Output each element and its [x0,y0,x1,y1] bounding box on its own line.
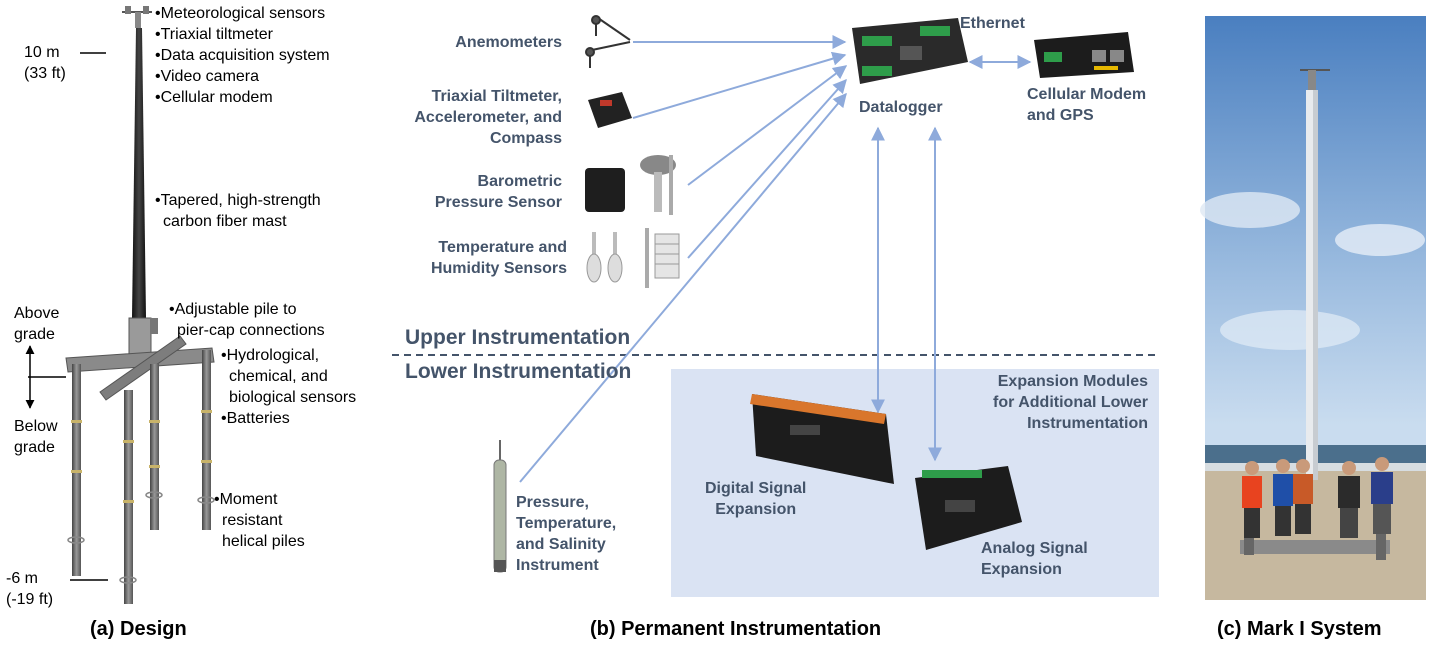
tiltmeter-label: Triaxial Tiltmeter, Accelerometer, and C… [414,86,562,149]
above-grade-label: Above grade [14,303,59,345]
temperature-line: Humidity Sensors [430,260,567,277]
ethernet-label: Ethernet [960,15,1025,32]
modem-label: Cellular Modem and GPS [1027,84,1146,126]
sensor-item: •Triaxial tiltmeter [155,26,273,43]
analog-expansion-label: Analog Signal Expansion [981,538,1088,580]
height-bottom-label: -6 m (-19 ft) [6,568,53,610]
modem-line: Cellular Modem [1027,86,1147,103]
height-top-ft: (33 ft) [24,65,66,82]
piles-line: •Moment [214,491,278,508]
temperature-humidity-icon [586,228,680,288]
below-line: Below [14,418,58,435]
height-top-label: 10 m (33 ft) [24,42,66,84]
below-grade-label: Below grade [14,416,58,458]
mast-body-line: •Tapered, high-strength [155,192,321,209]
pile-connection-label: •Adjustable pile to pier-cap connections [169,299,325,341]
anemometer-icon [585,15,631,68]
tiltmeter-line: Triaxial Tiltmeter, [431,88,562,105]
sensor-item: •Cellular modem [155,89,273,106]
mark-i-photo [1200,16,1426,600]
datalogger-label: Datalogger [859,99,943,116]
sensors-line: •Batteries [221,410,290,427]
connection-arrows [519,35,1032,483]
pressure-line: Pressure, [516,494,589,511]
height-bottom-m: -6 m [6,570,38,587]
lower-instrumentation-panel [671,369,1159,597]
temperature-line: Temperature and [438,239,567,256]
barometric-line: Barometric [477,173,562,190]
below-line: grade [14,439,55,456]
temperature-label: Temperature and Humidity Sensors [431,237,567,279]
tiltmeter-icon [588,92,632,128]
expansion-line: for Additional Lower [993,394,1148,411]
digital-expansion-icon [750,394,894,484]
height-top-m: 10 m [24,44,60,61]
barometric-label: Barometric Pressure Sensor [435,171,562,213]
mast-body-label: •Tapered, high-strength carbon fiber mas… [155,190,321,232]
modem-icon [1034,32,1134,78]
mast-body-line: carbon fiber mast [163,213,287,230]
sensors-line: chemical, and [229,368,328,385]
height-bottom-ft: (-19 ft) [6,591,54,608]
piles-line: resistant [222,512,283,529]
pressure-line: and Salinity [516,536,606,553]
photo-caption: (c) Mark I System [1217,618,1382,640]
barometric-sensor-icon [585,155,676,215]
sensor-item: •Meteorological sensors [155,5,326,22]
sensor-item: •Video camera [155,68,260,85]
above-line: grade [14,326,55,343]
lower-sensors-label: •Hydrological, chemical, and biological … [221,345,356,429]
barometric-line: Pressure Sensor [434,194,562,211]
pressure-line: Temperature, [516,515,617,532]
pressure-instrument-icon [493,440,507,573]
grade-indicator [25,345,66,409]
lower-instrumentation-heading: Lower Instrumentation [405,360,632,383]
piles-line: helical piles [222,533,305,550]
analog-line: Expansion [981,561,1062,578]
upper-instrumentation-heading: Upper Instrumentation [405,326,631,349]
datalogger-icon [852,18,968,84]
helical-piles-label: •Moment resistant helical piles [214,489,305,552]
sensors-line: biological sensors [229,389,357,406]
mast-structure [65,6,215,604]
pile-conn-line: •Adjustable pile to [169,301,297,318]
expansion-line: Expansion Modules [997,373,1148,390]
digital-line: Digital Signal [705,480,807,497]
pressure-instrument-label: Pressure, Temperature, and Salinity Inst… [516,492,616,576]
sensors-line: •Hydrological, [221,347,320,364]
digital-line: Expansion [715,501,797,518]
design-caption: (a) Design [90,618,187,640]
pile-conn-line: pier-cap connections [177,322,325,339]
instrumentation-caption: (b) Permanent Instrumentation [590,618,882,640]
expansion-line: Instrumentation [1027,415,1148,432]
pressure-line: Instrument [516,557,599,574]
analog-expansion-icon [915,466,1022,550]
tiltmeter-line: Compass [489,130,562,147]
sensor-item: •Data acquisition system [155,47,330,64]
modem-line: and GPS [1027,107,1094,124]
digital-expansion-label: Digital Signal Expansion [705,478,806,520]
analog-line: Analog Signal [981,540,1088,557]
expansion-modules-label: Expansion Modules for Additional Lower I… [993,371,1148,434]
tiltmeter-line: Accelerometer, and [414,109,562,126]
mast-top-sensor-list: •Meteorological sensors •Triaxial tiltme… [155,3,330,108]
above-line: Above [14,305,60,322]
anemometers-label: Anemometers [455,34,562,51]
